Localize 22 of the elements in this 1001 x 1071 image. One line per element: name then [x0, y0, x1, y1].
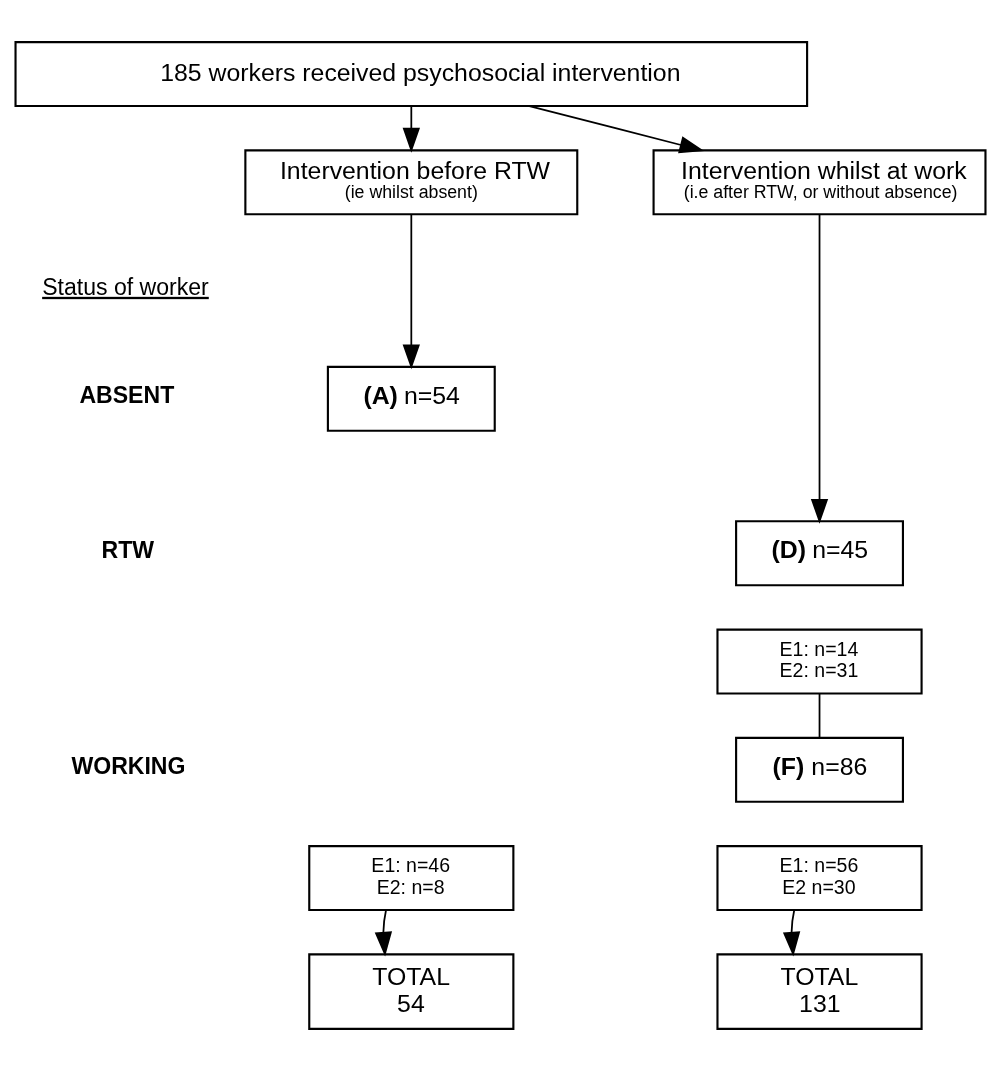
node-box: TOTAL 54 [308, 953, 515, 1030]
node-box: Intervention whilst at work (i.e after RTW, or without absence) [652, 149, 987, 216]
arrow [402, 105, 420, 153]
label: ABSENT [79, 382, 175, 409]
label: RTW [101, 536, 155, 563]
label: Status of worker [42, 273, 209, 300]
arrow [402, 213, 420, 370]
node-box: Intervention before RTW (ie whilst absent) [244, 149, 579, 216]
node-box: E1: n=14 E2: n=31 [716, 628, 923, 695]
label: WORKING [71, 753, 186, 780]
arrow [528, 105, 705, 154]
arrow [810, 213, 829, 524]
node-box: (A) n=54 [326, 365, 496, 432]
node-box: 185 workers received psychosocial intervention [14, 41, 809, 108]
node-box: E1: n=46 E2: n=8 [308, 845, 515, 912]
arrow [782, 909, 801, 957]
node-box: (F) n=86 [735, 736, 904, 803]
node-box: E1: n=56 E2 n=30 [716, 845, 923, 912]
connector [818, 692, 821, 739]
node-box: (D) n=45 [735, 520, 904, 587]
node-box: TOTAL 131 [716, 953, 923, 1030]
arrow [374, 909, 393, 957]
